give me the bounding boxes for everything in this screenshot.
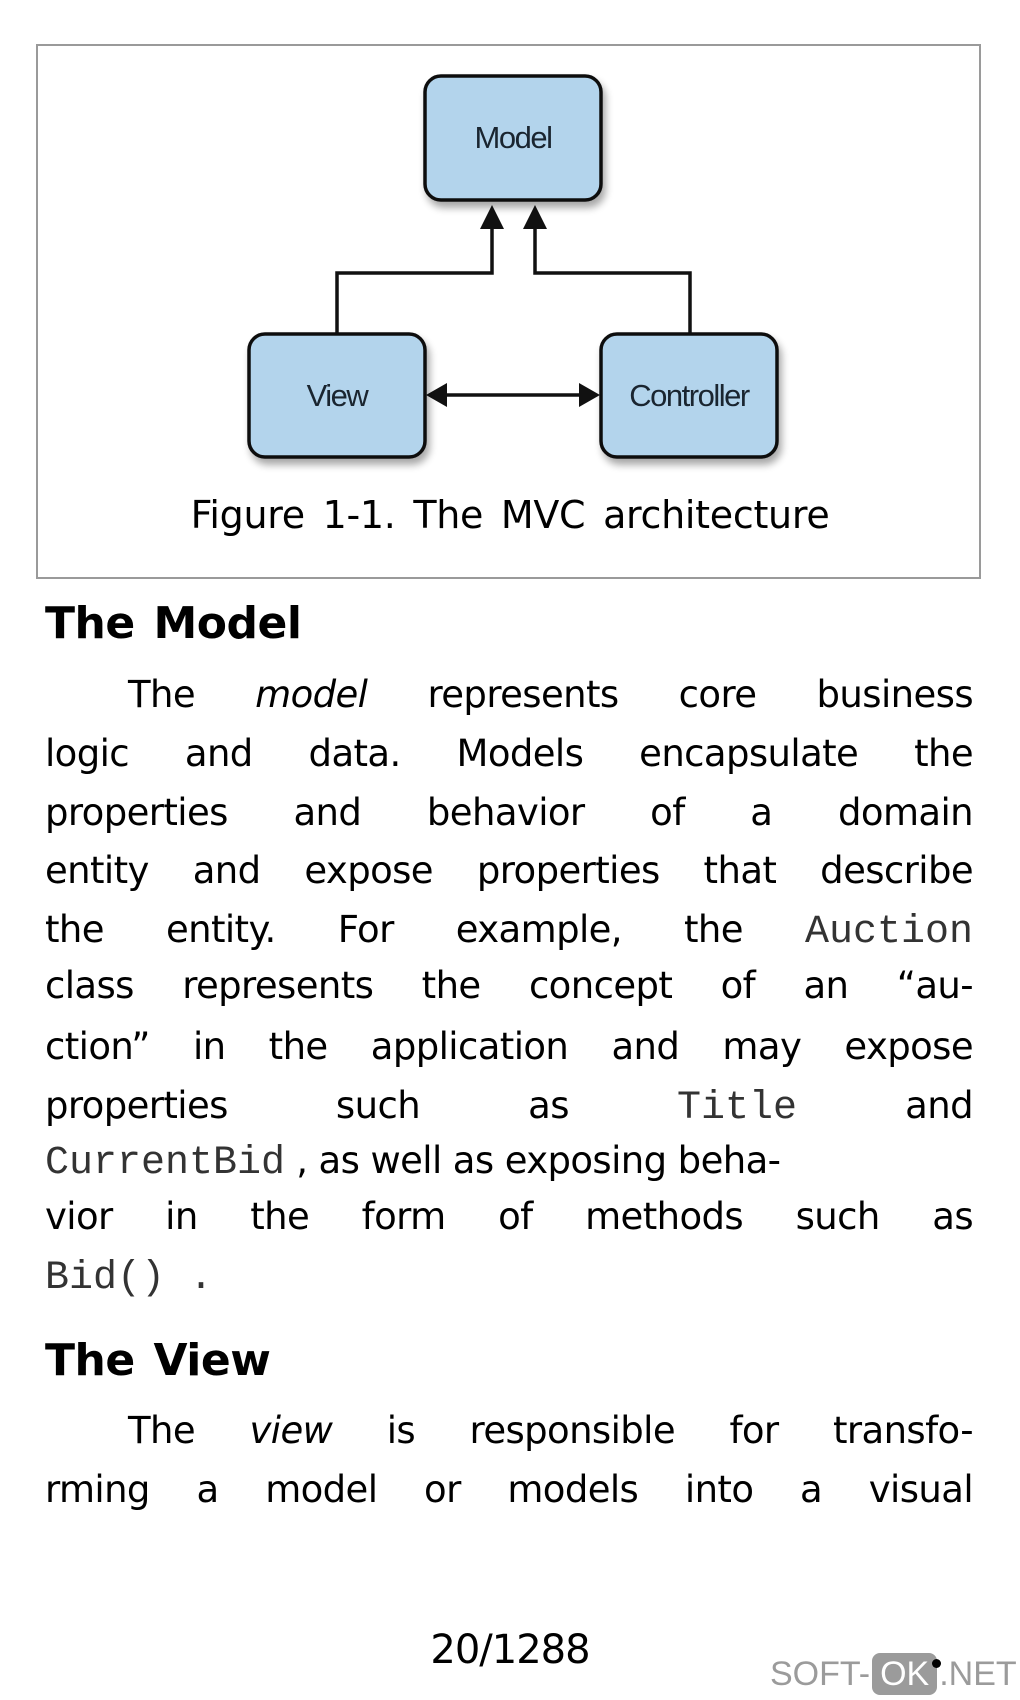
paragraph-line: The model represents core business — [128, 667, 974, 723]
view-to-model-connector — [335, 225, 494, 333]
view-side-arrowhead — [426, 383, 447, 407]
page-number: 20/1288 — [430, 1627, 590, 1673]
section-heading-model: The Model — [45, 598, 302, 649]
controller-to-model-arrowhead — [523, 205, 547, 229]
paragraph-line: ction” in the application and may expose — [45, 1025, 974, 1068]
paragraph-line: CurrentBid , as well as exposing beha- — [45, 1133, 973, 1189]
emphasis-term: view — [249, 1409, 333, 1452]
paragraph-line: logic and data. Models encapsulate the — [45, 732, 974, 775]
controller-side-arrowhead — [579, 383, 600, 407]
code-term: Auction — [804, 910, 973, 955]
watermark-prefix: SOFT- — [770, 1655, 871, 1693]
model-node — [423, 74, 603, 202]
text-run: is responsible for transfo- — [332, 1409, 974, 1452]
text-run: , as well as exposing beha- — [285, 1139, 781, 1182]
watermark-suffix: .NET — [939, 1655, 1017, 1693]
paragraph-line: entity and expose properties that descri… — [45, 849, 974, 892]
view-node-label: View — [307, 378, 370, 413]
controller-node — [599, 332, 779, 459]
controller-node-label: Controller — [629, 378, 750, 413]
paragraph-line: Bid() . — [45, 1248, 973, 1304]
watermark-dot-icon — [932, 1659, 942, 1668]
text-run: the entity. For example, the — [45, 908, 805, 951]
code-term: CurrentBid — [45, 1141, 286, 1186]
text-run: properties such as — [45, 1084, 678, 1127]
view-node — [247, 332, 427, 459]
paragraph-line: the entity. For example, the Auction — [45, 902, 973, 958]
emphasis-term: model — [255, 673, 368, 716]
text-run: represents core business — [367, 673, 973, 716]
controller-to-model-connector — [533, 225, 692, 333]
paragraph-line: properties and behavior of a domain — [45, 791, 974, 834]
text-run: The — [128, 1409, 250, 1452]
watermark: SOFT-OK.NET — [770, 1652, 1017, 1696]
section-heading-view: The View — [45, 1335, 271, 1386]
code-term: Bid() . — [45, 1256, 214, 1301]
paragraph-line: vior in the form of methods such as — [45, 1195, 974, 1238]
text-run: and — [797, 1084, 973, 1127]
view-to-model-arrowhead — [480, 205, 504, 229]
text-run: The — [128, 673, 256, 716]
code-term: Title — [677, 1086, 798, 1131]
paragraph-line: class represents the concept of an “au- — [45, 964, 974, 1007]
paragraph-line: The view is responsible for transfo- — [128, 1403, 974, 1459]
figure-caption: Figure 1-1. The MVC architecture — [190, 493, 830, 537]
mvc-diagram: Model View Controller — [247, 74, 779, 459]
watermark-badge-text: OK — [880, 1655, 930, 1693]
paragraph-line: properties such as Title and — [45, 1078, 974, 1134]
model-node-label: Model — [475, 120, 552, 155]
watermark-badge: OK — [872, 1653, 942, 1695]
paragraph-line: rming a model or models into a visual — [45, 1468, 974, 1511]
